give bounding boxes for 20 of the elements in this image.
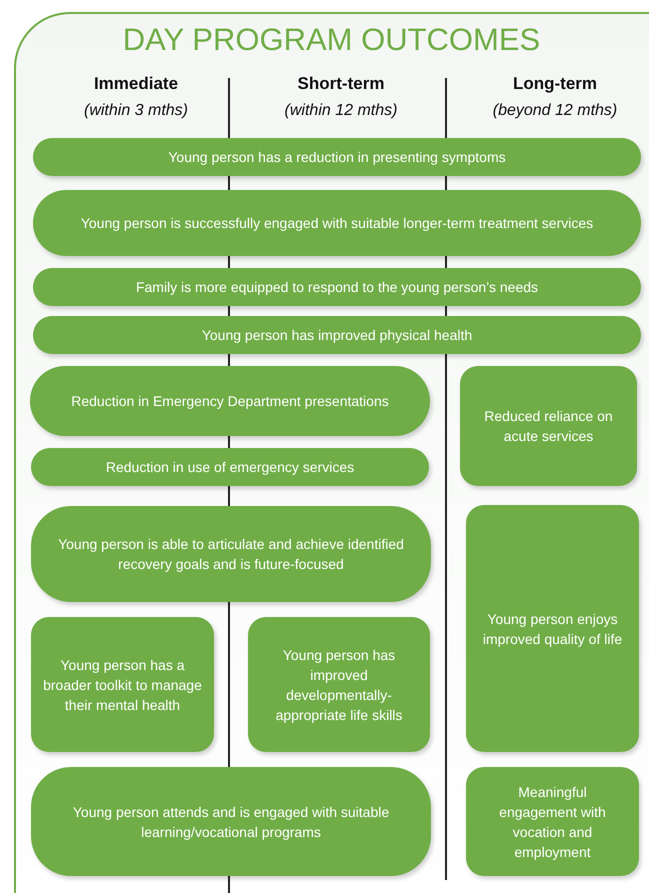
outcome-box: Young person has improved physical health xyxy=(33,316,641,354)
column-timeframe: (within 12 mths) xyxy=(284,101,398,121)
column-heading: Immediate xyxy=(92,74,180,94)
outcome-box: Reduced reliance on acute services xyxy=(460,366,637,486)
outcome-box: Young person is successfully engaged with suitable longer-term treatment services xyxy=(33,190,641,256)
outcome-box: Young person is able to articulate and achieve identified recovery goals and is future-focused xyxy=(31,506,431,602)
column-timeframe: (within 3 mths) xyxy=(82,101,190,121)
outcome-box: Young person enjoys improved quality of life xyxy=(466,505,639,752)
outcome-box: Reduction in use of emergency services xyxy=(31,448,429,486)
title: DAY PROGRAM OUTCOMES xyxy=(122,21,542,59)
column-timeframe: (beyond 12 mths) xyxy=(492,101,618,121)
outcome-box: Young person has a reduction in presenting symptoms xyxy=(33,138,641,176)
outcome-box: Family is more equipped to respond to the young person’s needs xyxy=(33,268,641,306)
outcome-box: Young person attends and is engaged with suitable learning/vocational programs xyxy=(31,767,431,876)
column-heading: Long-term xyxy=(512,74,598,94)
outcome-box: Young person has improved developmentally-appropriate life skills xyxy=(248,617,430,752)
column-heading: Short-term xyxy=(296,74,386,94)
outcome-box: Meaningful engagement with vocation and employment xyxy=(466,767,639,876)
outcome-box: Reduction in Emergency Department presentations xyxy=(30,366,430,436)
outcome-box: Young person has a broader toolkit to manage their mental health xyxy=(31,617,214,752)
